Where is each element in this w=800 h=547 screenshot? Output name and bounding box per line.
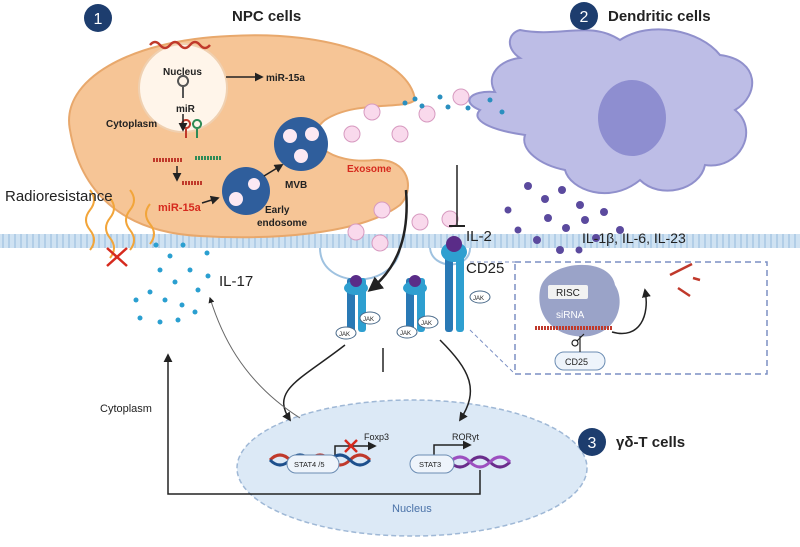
exosome [343,125,361,143]
scissors-icon [571,333,585,347]
mvb-label: MVB [285,180,307,191]
exosome [371,234,389,252]
dna-helix-npc [149,40,211,50]
stat45-box [286,454,340,474]
radioresistance-label: Radioresistance [5,188,113,205]
npc-nucleus-label: Nucleus [163,67,202,78]
rorgt-label: RORγt [452,432,479,442]
exosome [411,213,429,231]
early-endosome-label-1: Early [265,205,290,216]
jak-label: JAK [339,332,350,338]
rorgt-promoter-arrow [433,440,472,458]
receptor-middle [403,275,427,332]
mir-hairpin-icon [177,75,190,98]
early-endosome [222,167,270,215]
mvb-vesicle [283,129,297,143]
radiation-rays-icon [85,189,155,259]
endosome-vesicle [229,192,243,206]
exosome [363,103,381,121]
stat3-box [409,454,455,474]
exosome-release-dots [402,94,505,115]
foxp3-label: Foxp3 [364,432,389,442]
mir-label: miR [176,104,196,115]
il17-release-arrow [208,296,301,419]
early-endosome-label-2: endosome [257,218,307,229]
blocked-radiation-cross-icon [106,247,128,267]
cell-membrane [0,234,800,248]
il17-dots [133,242,211,325]
exosome [452,88,470,106]
inset-connector [469,329,516,375]
jak-label: JAK [421,321,432,327]
signal-arrow-stat45 [282,344,346,422]
mir15a-label: miR-15a [158,202,202,214]
jak-oval [359,311,381,325]
pre-mir-hairpin-green-icon [192,119,203,138]
exosome [347,223,365,241]
endosome-loading-arrow [201,195,220,205]
receptor-il2-cd25 [441,236,467,332]
il2-label: IL-2 [466,228,492,245]
mir15a-export-label: miR-15a [266,73,305,84]
endosome-vesicle [248,178,260,190]
degraded-mrna-fragments [669,262,701,298]
jak-oval [469,290,491,304]
dendritic-nucleus [598,80,666,156]
section-badge-2: 2 [570,2,598,30]
exosome [391,125,409,143]
tcells-title: γδ-T cells [616,434,685,451]
jak-oval [396,325,418,339]
stat3-label: STAT3 [419,460,441,469]
exosome [373,201,391,219]
tcell-cytoplasm-label: Cytoplasm [100,403,152,415]
mvb-vesicle [294,149,308,163]
dendritic-cells-title: Dendritic cells [608,8,711,25]
exosome-uptake-arrow [367,189,408,292]
badge-number-3: 3 [588,435,597,452]
exosome [418,105,436,123]
stat45-label: STAT4 /5 [294,460,325,469]
mvb-vesicle [305,127,319,141]
dc-cytokine-dots [504,182,624,254]
npc-cytoplasm-label: Cytoplasm [106,119,157,130]
npc-cells-title: NPC cells [232,8,301,25]
jak-label: JAK [400,331,411,337]
jak-label: JAK [363,317,374,323]
signal-arrow-stat3 [439,339,472,422]
jak-oval [335,326,357,340]
section-badge-3: 3 [578,428,606,456]
jak-label: JAK [473,296,484,302]
foxp3-inhibition-cross-icon [344,439,358,453]
il17-secretion-arrow [163,353,481,495]
cd25-inset-label: CD25 [565,357,588,367]
risc-label-box [548,285,588,299]
sirna-label: siRNA [556,310,585,321]
tcell-nucleus-label: Nucleus [392,503,432,515]
badge-number-1: 1 [94,11,103,28]
exosome-label: Exosome [347,164,392,175]
degradation-arrow [611,288,651,335]
exosome [441,210,459,228]
section-badge-1: 1 [84,4,112,32]
il17-label: IL-17 [219,273,253,290]
risc-label: RISC [556,288,580,299]
risc-complex [539,264,620,337]
cd25-label: CD25 [466,260,504,277]
membrane-invagination-left [319,247,401,281]
badge-number-2: 2 [580,9,589,26]
foxp3-promoter-arrow [334,441,377,458]
mvb-maturation-arrow [263,164,284,177]
dc-cytokines-label: IL-1β, IL-6, IL-23 [582,230,686,246]
jak-oval [417,315,439,329]
